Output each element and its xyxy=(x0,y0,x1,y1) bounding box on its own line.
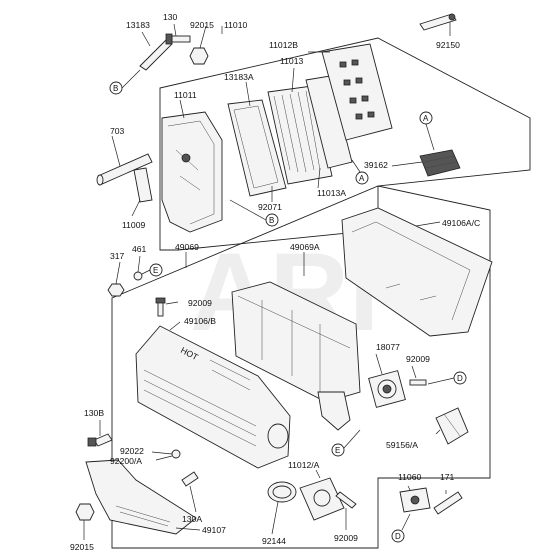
filter-pad-39162 xyxy=(419,149,461,177)
bolt-92009-bottom xyxy=(335,491,357,509)
label-11060: 11060 xyxy=(398,472,421,482)
svg-text:D: D xyxy=(457,374,463,383)
label-317: 317 xyxy=(110,251,125,261)
svg-text:A: A xyxy=(423,114,429,123)
label-11013: 11013 xyxy=(280,56,303,66)
label-171: 171 xyxy=(440,472,455,482)
label-92009-a: 92009 xyxy=(188,298,212,308)
leader-lines xyxy=(83,22,451,540)
strap-13183 xyxy=(139,39,173,71)
callout-d-bottom: D xyxy=(391,513,411,543)
label-11012a: 11012/A xyxy=(288,460,320,470)
exhaust-elbow xyxy=(317,391,351,431)
label-92150: 92150 xyxy=(436,40,460,50)
bolt-130b xyxy=(87,433,113,447)
adapter-flange-11012a xyxy=(299,477,345,521)
label-92071: 92071 xyxy=(258,202,282,212)
gasket-11009 xyxy=(133,167,153,203)
label-130b: 130B xyxy=(84,408,104,418)
label-461: 461 xyxy=(132,244,147,254)
callout-e-top: E xyxy=(141,263,163,277)
label-11011: 11011 xyxy=(174,90,197,100)
svg-text:B: B xyxy=(269,216,274,225)
label-39162: 39162 xyxy=(364,160,388,170)
label-130a: 130A xyxy=(182,514,202,524)
air-cleaner-case xyxy=(161,111,223,233)
bolt-92009-top xyxy=(155,297,166,317)
heat-shield-49106b: HOT xyxy=(135,325,291,469)
callout-a-top: A xyxy=(419,111,435,151)
label-11013a: 11013A xyxy=(317,188,346,198)
label-13183: 13183 xyxy=(126,20,150,30)
pre-cleaner-11013a xyxy=(305,75,353,169)
callout-e-mid: E xyxy=(331,429,361,457)
label-130: 130 xyxy=(163,12,178,22)
svg-text:A: A xyxy=(359,174,365,183)
callout-a-mid: A xyxy=(351,159,369,185)
label-92015-top: 92015 xyxy=(190,20,214,30)
label-49106b: 49106/B xyxy=(184,316,216,326)
label-11010: 11010 xyxy=(224,20,247,30)
lower-cover-49107 xyxy=(85,459,197,535)
svg-text:B: B xyxy=(113,84,118,93)
heat-shield-49106ac xyxy=(341,207,493,337)
lockwasher-461 xyxy=(133,271,143,281)
callout-b-top: B xyxy=(109,69,141,95)
clamp-92144 xyxy=(267,481,297,503)
label-11012b: 11012B xyxy=(269,40,298,50)
air-cleaner-cover xyxy=(321,43,393,141)
label-13183a: 13183A xyxy=(224,72,254,82)
muffler-assembly-frame xyxy=(111,185,491,549)
callout-d-mid: D xyxy=(427,371,467,385)
clip-92150 xyxy=(419,13,457,31)
label-49107: 49107 xyxy=(202,525,226,535)
callout-b-mid: B xyxy=(229,199,279,227)
label-92200a: 92200/A xyxy=(110,456,142,466)
label-49069: 49069 xyxy=(175,242,199,252)
muffler-49069a xyxy=(231,281,361,403)
label-18077: 18077 xyxy=(376,342,400,352)
nut-92015-bottom xyxy=(75,503,95,521)
nut-317 xyxy=(107,283,125,297)
label-92015-bottom: 92015 xyxy=(70,542,94,552)
label-11009: 11009 xyxy=(122,220,145,230)
label-49069a: 49069A xyxy=(290,242,320,252)
washer-92200a xyxy=(171,449,181,459)
exhaust-pipe-59156a xyxy=(435,407,469,445)
stud-171 xyxy=(433,491,463,515)
svg-text:E: E xyxy=(335,446,340,455)
label-59156a: 59156/A xyxy=(386,440,418,450)
air-intake-pipe xyxy=(96,153,153,186)
label-703: 703 xyxy=(110,126,125,136)
label-92022: 92022 xyxy=(120,446,144,456)
flange-18077 xyxy=(368,370,406,408)
svg-text:E: E xyxy=(153,266,158,275)
label-92009-b: 92009 xyxy=(406,354,430,364)
label-92009-c: 92009 xyxy=(334,533,358,543)
nut-92015-top xyxy=(189,47,209,65)
label-92144: 92144 xyxy=(262,536,286,546)
bolt-130a xyxy=(181,471,199,487)
element-frame-13183a xyxy=(227,99,287,197)
bolt-92009-right xyxy=(409,379,427,386)
gasket-11060 xyxy=(399,487,431,513)
label-49106ac: 49106A/C xyxy=(442,218,480,228)
bolt-130 xyxy=(165,33,191,45)
svg-text:D: D xyxy=(395,532,401,541)
